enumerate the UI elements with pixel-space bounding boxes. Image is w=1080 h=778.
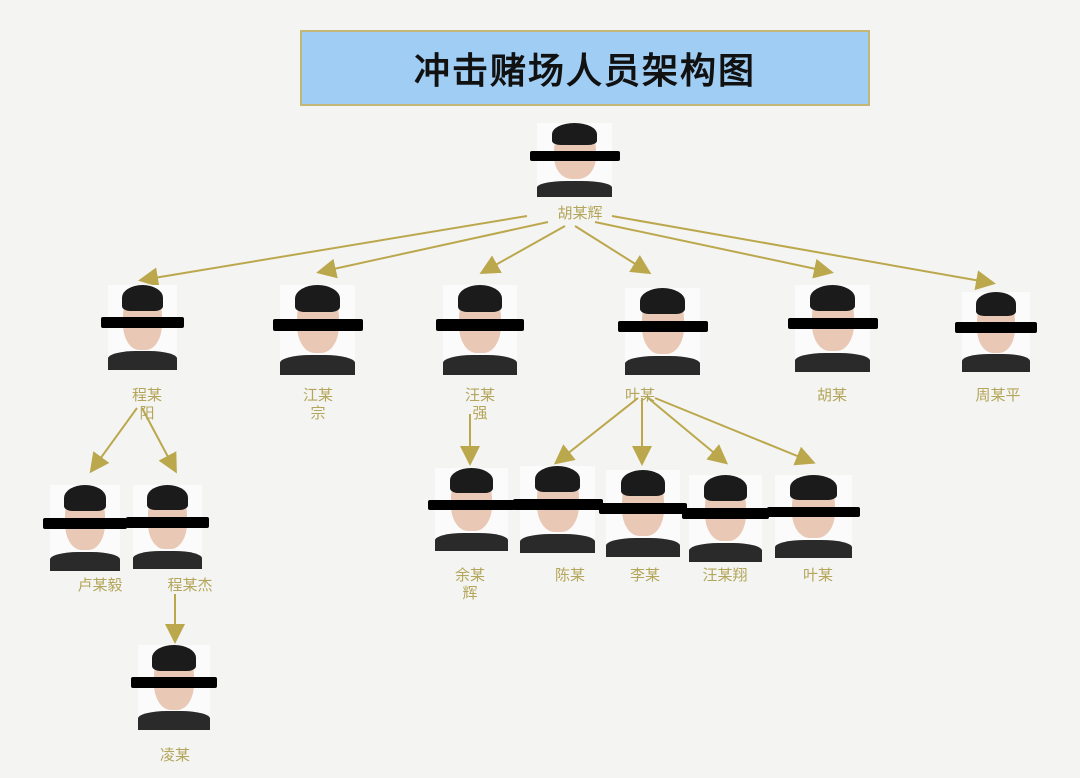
redaction-bar	[427, 499, 516, 511]
redaction-bar	[126, 516, 209, 528]
person-name-ling: 凌某	[159, 746, 190, 764]
person-photo-lu_yi	[43, 485, 127, 571]
person-name-root: 胡某辉	[557, 204, 603, 222]
redaction-bar	[130, 677, 218, 689]
person-photo-cheng_yang	[101, 285, 184, 370]
person-photo-yu_hui	[427, 468, 516, 551]
arrow-ye-to-ye2	[654, 397, 816, 466]
arrow-root-to-ye	[574, 225, 652, 275]
person-photo-wang_xiang	[681, 475, 770, 562]
person-photo-ye2	[767, 475, 860, 558]
redaction-bar	[787, 318, 878, 330]
person-photo-hu	[787, 285, 878, 372]
person-name-hu: 胡某	[816, 386, 847, 404]
person-photo-li	[598, 470, 688, 557]
arrow-ye-to-chen	[553, 397, 639, 465]
person-name-zhou_ping: 周某平	[975, 386, 1021, 404]
arrow-root-to-cheng_yang	[138, 215, 528, 288]
redaction-bar	[767, 506, 860, 518]
redaction-bar	[101, 317, 184, 329]
person-photo-cheng_jie	[126, 485, 209, 569]
person-name-wang_xiang: 汪某翔	[702, 566, 748, 584]
redaction-bar	[529, 151, 620, 161]
arrow-cheng_yang-to-lu_yi	[89, 407, 138, 474]
person-name-li: 李某	[629, 566, 660, 584]
arrow-ye-to-wang_xiang	[647, 397, 729, 465]
person-name-ye: 叶某	[624, 386, 655, 404]
arrow-root-to-wang_qiang	[479, 225, 566, 274]
person-name-wang_qiang: 汪某强	[464, 386, 495, 422]
person-photo-zhou_ping	[955, 292, 1037, 372]
person-photo-ling	[130, 645, 218, 730]
chart-title: 冲击赌场人员架构图	[300, 30, 870, 106]
redaction-bar	[43, 517, 127, 529]
person-photo-wang_qiang	[435, 285, 525, 375]
person-name-lu_yi: 卢某毅	[77, 576, 123, 594]
redaction-bar	[512, 499, 603, 511]
person-name-cheng_yang: 程某阳	[131, 386, 162, 422]
person-name-jiang_zong: 江某宗	[302, 386, 333, 422]
arrow-cheng_yang-to-cheng_jie	[141, 407, 177, 474]
redaction-bar	[272, 319, 363, 331]
arrow-root-to-hu	[594, 221, 834, 279]
arrow-root-to-jiang_zong	[316, 221, 549, 279]
person-name-cheng_jie: 程某杰	[167, 576, 213, 594]
person-photo-ye	[617, 288, 708, 375]
redaction-bar	[681, 508, 770, 520]
redaction-bar	[598, 503, 688, 515]
redaction-bar	[435, 319, 525, 331]
person-name-yu_hui: 余某辉	[454, 566, 485, 602]
person-name-ye2: 叶某	[802, 566, 833, 584]
person-photo-chen	[512, 466, 603, 553]
redaction-bar	[955, 322, 1037, 333]
person-photo-jiang_zong	[272, 285, 363, 375]
redaction-bar	[617, 321, 708, 333]
arrow-root-to-zhou_ping	[611, 215, 996, 291]
person-name-chen: 陈某	[554, 566, 585, 584]
person-photo-root	[529, 123, 620, 197]
